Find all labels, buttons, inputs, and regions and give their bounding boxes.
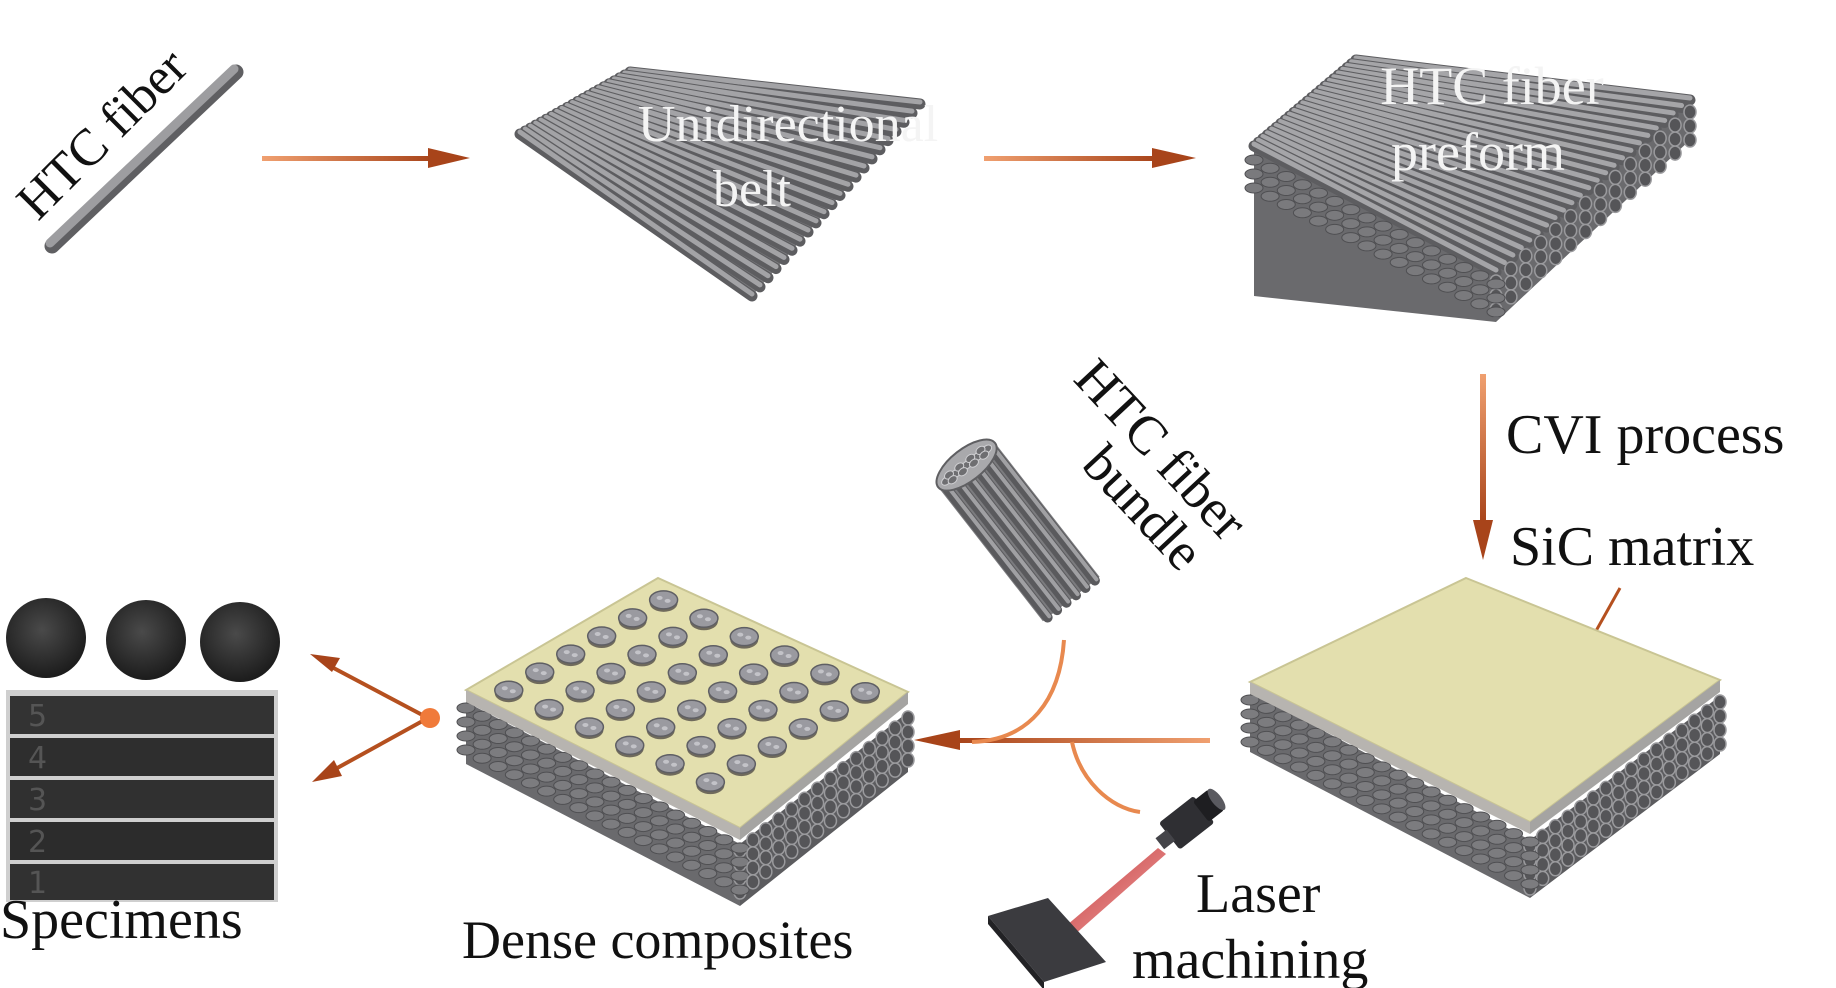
fiber-preform xyxy=(1244,54,1697,322)
specimens-label: Specimens xyxy=(0,889,243,951)
arrow-belt-to-preform xyxy=(984,148,1196,168)
dense-composite-block xyxy=(456,576,915,906)
unidirectional-belt xyxy=(514,66,926,302)
specimen-number: 4 xyxy=(28,741,47,776)
arrow-cvi xyxy=(1473,374,1493,560)
arrow-fiber-to-belt xyxy=(262,148,470,168)
laser-label-line1: Laser xyxy=(1196,863,1321,925)
laser-connector-curve xyxy=(1070,741,1141,814)
belt-label-line1: Unidirectional xyxy=(638,96,938,153)
laser-device xyxy=(1155,788,1226,850)
preform-label-line1: HTC fiber xyxy=(1380,56,1603,116)
specimen-number: 1 xyxy=(28,866,47,901)
htc-fiber-rod xyxy=(44,64,244,254)
sic-matrix-label: SiC matrix xyxy=(1510,516,1754,578)
belt-label-line2: belt xyxy=(713,161,792,218)
specimen-bars: 5 4 3 2 1 xyxy=(6,690,278,902)
laser-label-line2: machining xyxy=(1132,929,1368,988)
fiber-bundle xyxy=(935,438,1100,623)
laser-beam xyxy=(1054,848,1166,944)
sic-composite-block xyxy=(1240,576,1727,898)
cvi-process-label: CVI process xyxy=(1506,404,1784,466)
specimen-number: 3 xyxy=(28,783,47,818)
specimen-number: 2 xyxy=(28,825,47,860)
bundle-connector-curve xyxy=(971,639,1066,744)
specimen-discs xyxy=(6,598,280,682)
arrow-to-specimens xyxy=(310,654,440,782)
arrow-sic-to-dense xyxy=(914,730,1210,750)
preform-label-line2: preform xyxy=(1391,122,1565,182)
laser-workpiece xyxy=(988,898,1106,988)
specimen-number: 5 xyxy=(28,699,47,734)
dense-composites-label: Dense composites xyxy=(462,910,853,970)
